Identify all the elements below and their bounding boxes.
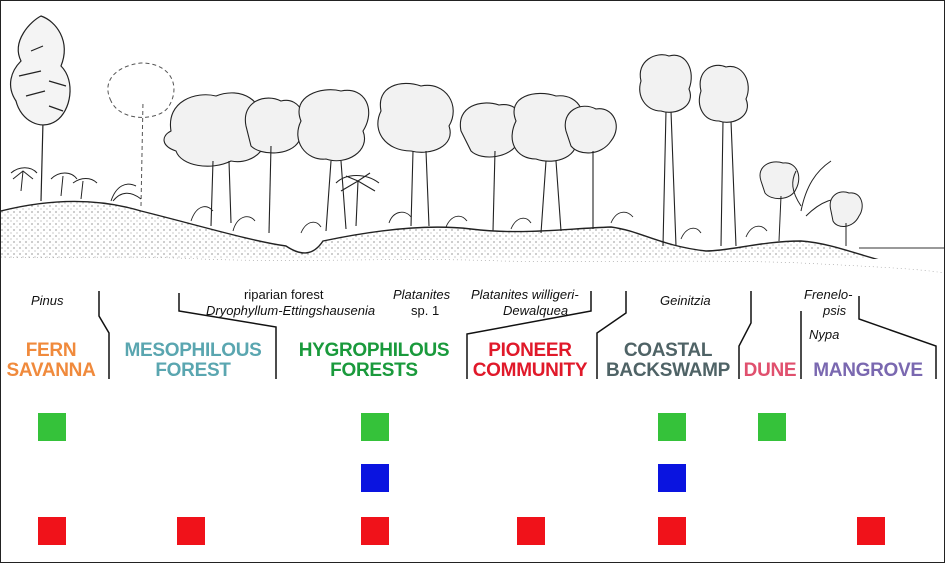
fern-palms (10, 167, 142, 202)
red-marker-square (517, 517, 545, 545)
dune-shrubs (759, 160, 863, 246)
label-frenelopsis-2: psis (823, 303, 847, 318)
zone-mangrove: MANGROVE (803, 361, 933, 381)
label-riparian-forest: riparian forest (244, 287, 324, 302)
label-nypa: Nypa (809, 327, 840, 342)
label-platanites-willigeri: Platanites willigeri- (471, 287, 579, 302)
zone-mesophilous-forest: MESOPHILOUS FOREST (113, 341, 273, 381)
green-marker-square (758, 413, 786, 441)
zone-title-line2: BACKSWAMP (606, 360, 730, 381)
red-marker-square (857, 517, 885, 545)
label-platanites-sp: sp. 1 (411, 303, 440, 318)
understory-ferns (190, 206, 768, 240)
coastal-trees (639, 54, 749, 247)
red-marker-square (177, 517, 205, 545)
zone-bracket-lines (98, 291, 937, 379)
blue-marker-square (658, 464, 686, 492)
zone-fern-savanna: FERN SAVANNA (3, 341, 99, 381)
label-platanites: Platanites (393, 287, 451, 302)
zone-pioneer-community: PIONEER COMMUNITY (469, 341, 591, 381)
zone-title-line1: DUNE (743, 360, 797, 381)
green-marker-square (361, 413, 389, 441)
ground-line (1, 200, 944, 278)
zone-title-line1: MESOPHILOUS (124, 340, 262, 361)
zone-title-line2: FOREST (155, 360, 231, 381)
label-frenelopsis-1: Frenelo- (804, 287, 853, 302)
red-marker-square (38, 517, 66, 545)
zone-coastal-backswamp: COASTAL BACKSWAMP (599, 341, 737, 381)
zone-hygrophilous-forests: HYGROPHILOUS FORESTS (289, 341, 459, 381)
zone-title-line2: SAVANNA (6, 360, 96, 381)
zone-title-line1: MANGROVE (813, 360, 923, 381)
red-marker-square (658, 517, 686, 545)
label-pinus: Pinus (31, 293, 64, 308)
label-dewalquea: Dewalquea (503, 303, 569, 318)
zone-title-line2: FORESTS (330, 360, 418, 381)
zone-title-line1: HYGROPHILOUS (298, 340, 450, 361)
zone-title-line1: FERN (25, 340, 77, 361)
red-marker-square (361, 517, 389, 545)
label-geinitzia: Geinitzia (660, 293, 711, 308)
ghost-tree (107, 62, 175, 207)
zone-title-line1: COASTAL (623, 340, 713, 361)
green-marker-square (38, 413, 66, 441)
green-marker-square (658, 413, 686, 441)
broadleaf-trees (163, 82, 617, 234)
zone-title-line2: COMMUNITY (472, 360, 588, 381)
blue-marker-square (361, 464, 389, 492)
label-dryophyllum: Dryophyllum-Ettingshausenia (206, 303, 376, 318)
zone-dune: DUNE (741, 361, 799, 381)
palm-tree (335, 172, 380, 227)
pine-tree (9, 15, 71, 202)
zone-title-line1: PIONEER (488, 340, 572, 361)
